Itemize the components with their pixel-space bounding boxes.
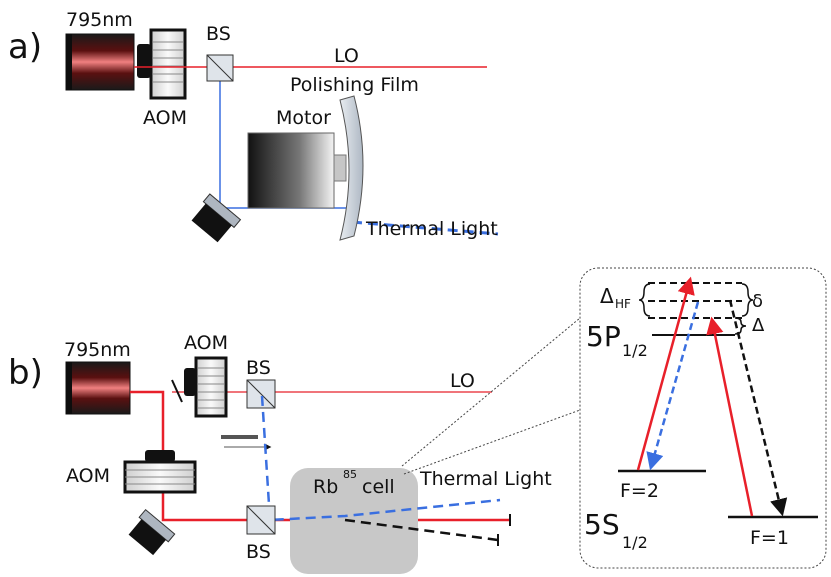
delta-small-brace: [741, 283, 754, 317]
beam-splitter-b-top: [246, 379, 276, 409]
beam-splitter-a: [206, 54, 234, 82]
panel-a: a) 795nm AOM BS LO Polishin: [8, 9, 499, 243]
delta-big-brace: [734, 317, 747, 335]
mirror-b: [128, 508, 176, 556]
delta-hf-symbol: Δ: [600, 284, 614, 308]
bs-b-top-label: BS: [246, 357, 271, 379]
s-state-label: 5S: [584, 508, 620, 541]
aom-b-top-label: AOM: [184, 332, 228, 354]
hf-brace: [638, 283, 651, 317]
transmitted-beam-b: [344, 518, 499, 542]
aom-b-top: [184, 356, 228, 418]
p-state-sub: 1/2: [622, 341, 648, 360]
lo-b-label: LO: [450, 370, 475, 392]
laser-a: [65, 33, 135, 91]
red-transition-f2: [636, 276, 695, 471]
laser-b: [65, 361, 131, 415]
motor: [247, 132, 347, 209]
delta-small-label: δ: [752, 291, 763, 312]
delta-big-label: Δ: [752, 315, 765, 336]
thermal-beam-a: [351, 220, 499, 236]
aom-a: [137, 28, 187, 100]
cell-word-label: cell: [362, 476, 395, 498]
beam-splitter-b-bottom: [246, 505, 276, 535]
lo-a-label: LO: [334, 45, 359, 67]
panel-b: b) 795nm AOM: [8, 317, 581, 574]
aom-b-left-label: AOM: [66, 465, 110, 487]
f1-label: F=1: [750, 527, 789, 549]
panel-b-label: b): [8, 353, 43, 393]
bs-a-label: BS: [206, 23, 231, 45]
p-state-label: 5P: [586, 320, 621, 353]
aom-b-left: [123, 450, 197, 494]
thermal-b-label: Thermal Light: [419, 468, 552, 490]
fold-mirror-b: [171, 379, 183, 403]
energy-level-inset: Δ HF δ Δ 5P 1/2 F=2 F=1 5S 1/2: [579, 267, 827, 569]
motor-label: Motor: [276, 107, 331, 129]
laser-b-label: 795nm: [64, 339, 131, 361]
f2-label: F=2: [620, 480, 659, 502]
red-transition-f1: [706, 316, 754, 517]
cell-isotope-label: 85: [343, 468, 357, 481]
black-transition: [728, 299, 788, 517]
s-state-sub: 1/2: [622, 533, 648, 552]
cell-element-label: Rb: [313, 476, 338, 498]
blue-transition: [646, 301, 700, 471]
zoom-line-top: [401, 317, 581, 467]
signal-beam-b: [260, 395, 501, 522]
bs-b-bottom-label: BS: [246, 541, 271, 563]
laser-a-label: 795nm: [66, 9, 133, 31]
aom-a-label: AOM: [143, 107, 187, 129]
delta-hf-sub: HF: [615, 297, 631, 311]
panel-a-label: a): [8, 27, 42, 67]
thermal-a-label: Thermal Light: [365, 218, 498, 240]
mirror-a: [191, 193, 242, 243]
zoom-line-bottom: [403, 409, 581, 475]
polishing-film: [339, 95, 364, 241]
inset-frame: [579, 267, 827, 569]
film-label: Polishing Film: [290, 74, 419, 96]
